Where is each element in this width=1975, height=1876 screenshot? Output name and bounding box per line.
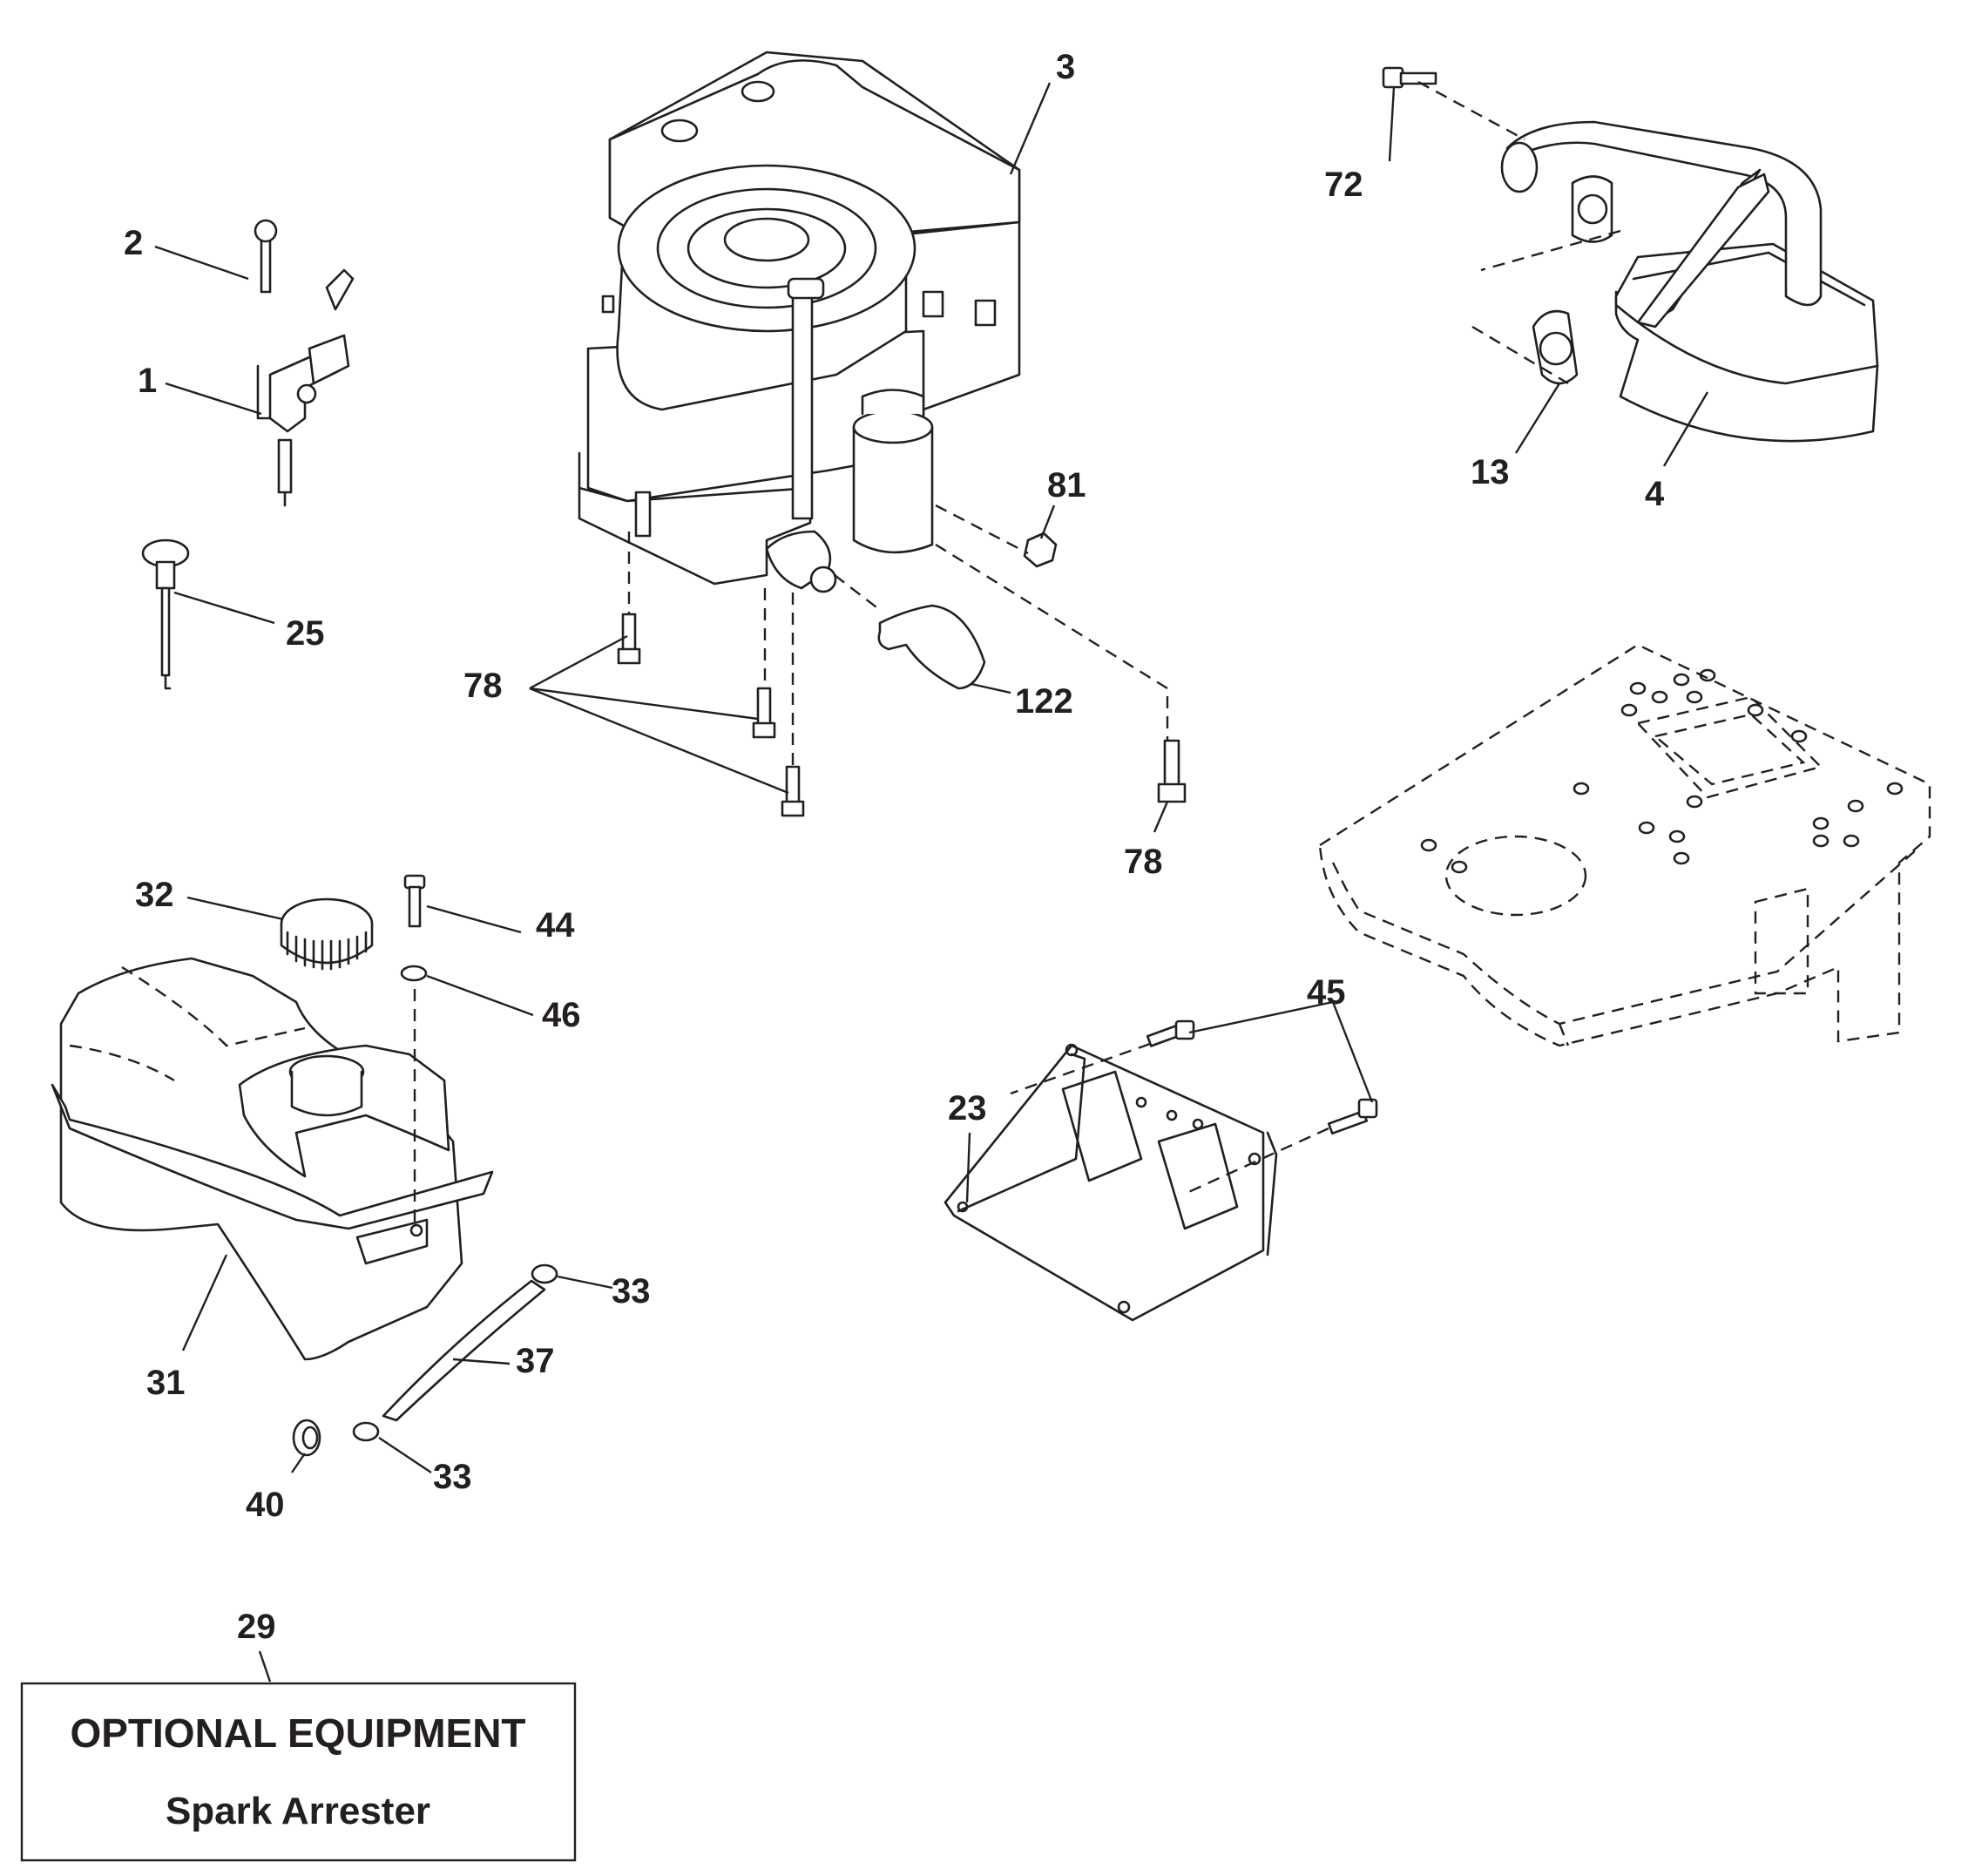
- tank-screw: [403, 874, 426, 928]
- callout-37: 37: [516, 1342, 555, 1380]
- fuel-tank: [51, 957, 494, 1361]
- callout-1: 1: [138, 362, 157, 400]
- callout-4: 4: [1645, 475, 1665, 513]
- assembly-lines: [413, 80, 1621, 1229]
- callout-labels: 3 2 1 25 81 72 13 4 78 122 78 32 44 46 4…: [124, 48, 1665, 1646]
- callout-78: 78: [1124, 843, 1163, 881]
- callout-45: 45: [1307, 973, 1346, 1012]
- optional-equipment-subtitle: Spark Arrester: [166, 1790, 430, 1832]
- cover-plate: [944, 1043, 1278, 1322]
- callout-72: 72: [1324, 166, 1363, 204]
- optional-equipment-box: OPTIONAL EQUIPMENT Spark Arrester: [20, 1682, 577, 1862]
- callout-81: 81: [1047, 466, 1086, 505]
- callout-25: 25: [286, 614, 325, 653]
- heat-shield: [877, 604, 986, 690]
- nut: [1023, 532, 1058, 568]
- callout-44: 44: [536, 906, 575, 945]
- throttle-control: [254, 219, 355, 507]
- primer: [141, 538, 190, 690]
- callout-31: 31: [146, 1364, 186, 1402]
- hose-clamp: [352, 1421, 380, 1442]
- callout-3: 3: [1056, 48, 1075, 86]
- frame-holes: [1420, 668, 1904, 874]
- callout-23: 23: [948, 1089, 987, 1128]
- callout-29: 29: [237, 1608, 276, 1646]
- callout-122: 122: [1015, 682, 1073, 721]
- hose-clamp: [531, 1263, 558, 1284]
- callout-33: 33: [433, 1458, 472, 1496]
- callout-78: 78: [463, 667, 503, 705]
- callout-13: 13: [1471, 453, 1510, 491]
- callout-40: 40: [246, 1486, 285, 1524]
- gasket: [1532, 309, 1579, 385]
- engine-bolts: [617, 613, 1187, 817]
- bushing: [292, 1419, 321, 1457]
- muffler-bolt: [1382, 66, 1437, 89]
- fuel-hose: [382, 1279, 546, 1422]
- callout-33: 33: [612, 1272, 651, 1310]
- plate-bolts: [1146, 1019, 1378, 1135]
- callout-46: 46: [542, 996, 581, 1034]
- frame-outline: [1318, 643, 1931, 1047]
- muffler: [1500, 120, 1879, 443]
- fuel-cap: [280, 897, 374, 971]
- washer: [400, 965, 428, 982]
- leader-lines: [154, 82, 1709, 1683]
- optional-equipment-title: OPTIONAL EQUIPMENT: [70, 1710, 525, 1756]
- callout-2: 2: [124, 224, 143, 262]
- engine: [578, 51, 1021, 593]
- callout-32: 32: [135, 876, 174, 914]
